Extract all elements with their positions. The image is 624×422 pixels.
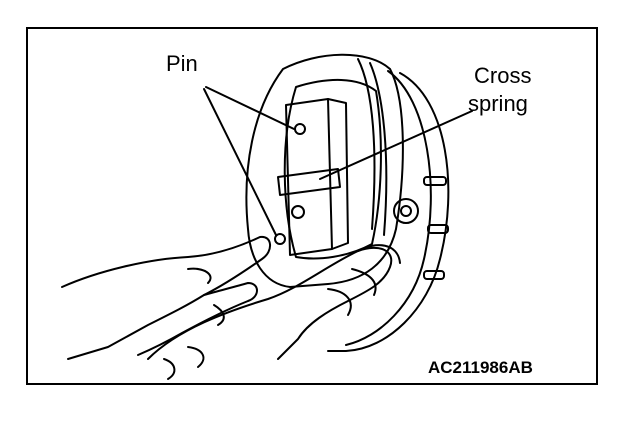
figure-code: AC211986AB — [428, 358, 533, 377]
pin-label: Pin — [166, 51, 198, 76]
pin-upper — [294, 123, 306, 135]
brake-caliper-illustration — [61, 53, 473, 380]
right-hand — [147, 246, 393, 360]
figure-frame: Pin Cross spring AC211986AB — [26, 27, 598, 385]
cross-spring — [277, 168, 341, 196]
left-hand — [61, 235, 271, 360]
pin-lower — [274, 233, 286, 245]
cross-spring-label-line2: spring — [468, 91, 528, 116]
caliper-body — [245, 53, 404, 288]
brake-disc — [327, 72, 450, 352]
hub-bolts — [393, 176, 449, 280]
cross-spring-label-line1: Cross — [474, 63, 532, 88]
